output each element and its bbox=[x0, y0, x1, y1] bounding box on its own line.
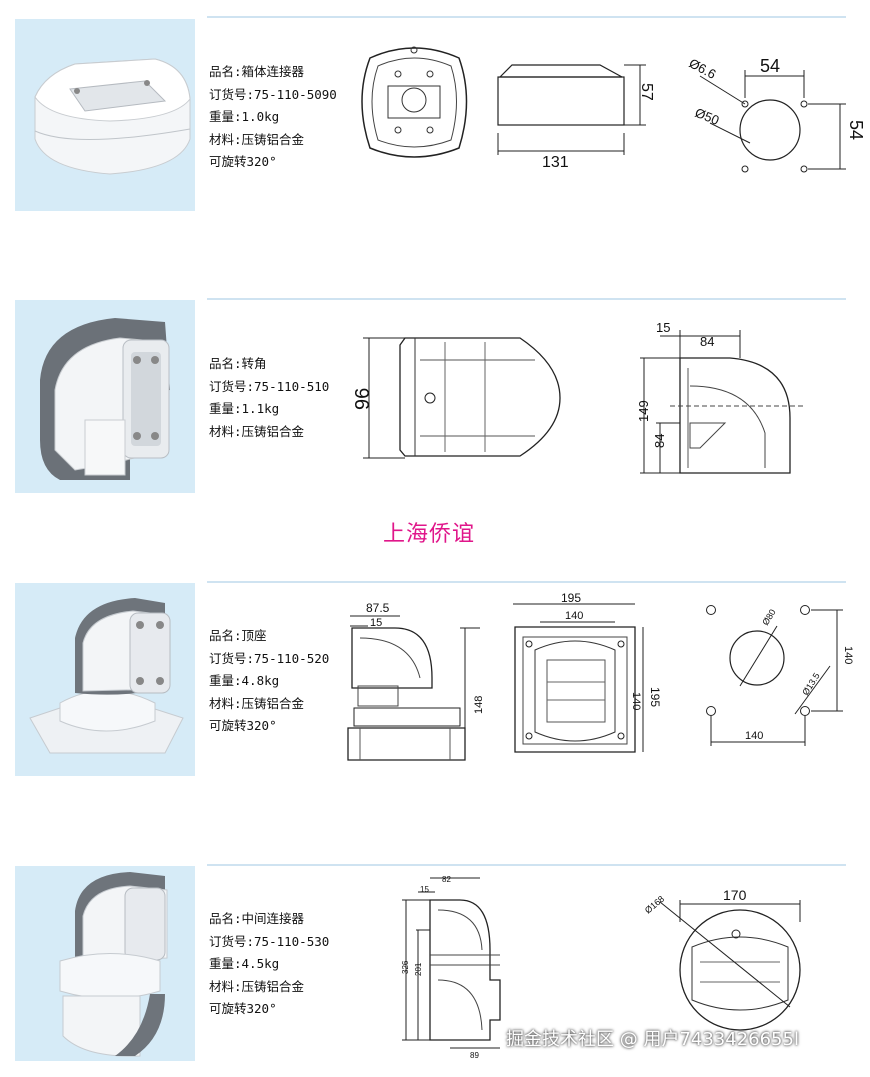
watermark-text: 掘金技术社区 @ 用户7433426655l bbox=[506, 1029, 799, 1050]
dim-pattern-vertical: 140 bbox=[842, 646, 854, 664]
dim-top-offset: 15 bbox=[420, 885, 429, 894]
drawing-side-view: 87.5 15 148 bbox=[347, 601, 485, 761]
dim-inner-height: 140 bbox=[630, 692, 642, 710]
drawing-top-view: 170 Ø168 bbox=[643, 887, 801, 1031]
product-order-number: 订货号:75-110-5090 bbox=[209, 86, 337, 102]
drawing-top-view bbox=[361, 46, 468, 158]
drawing-mount-pattern: Ø80 Ø13.5 140 140 bbox=[706, 605, 854, 746]
product-weight: 重量:1.0kg bbox=[209, 109, 280, 124]
product-rotation: 可旋转320° bbox=[209, 718, 277, 733]
dim-lower-height: 84 bbox=[652, 434, 667, 448]
dim-spacing-horizontal: 54 bbox=[760, 56, 780, 76]
product-rotation: 可旋转320° bbox=[209, 1001, 277, 1016]
dim-spacing-vertical: 54 bbox=[846, 120, 865, 140]
product-material: 材料:压铸铝合金 bbox=[209, 978, 305, 994]
dim-outer-height: 195 bbox=[648, 687, 662, 707]
dim-width: 170 bbox=[723, 887, 747, 903]
dim-total-height: 149 bbox=[636, 400, 651, 422]
dim-top-width: 84 bbox=[700, 334, 714, 349]
product-section-1: 品名:箱体连接器 订货号:75-110-5090 重量:1.0kg 材料:压铸铝… bbox=[0, 0, 870, 240]
product-order-number: 订货号:75-110-520 bbox=[209, 650, 330, 666]
product-info: 品名:中间连接器 订货号:75-110-530 重量:4.5kg 材料:压铸铝合… bbox=[209, 908, 329, 1021]
product-section-2: 品名:转角 订货号:75-110-510 重量:1.1kg 材料:压铸铝合金 9… bbox=[0, 0, 870, 500]
dim-height: 57 bbox=[638, 83, 655, 101]
dim-height: 148 bbox=[473, 696, 485, 714]
section-divider bbox=[207, 581, 846, 583]
dim-bottom-width: 89 bbox=[470, 1051, 479, 1060]
product-photo-top-mount bbox=[15, 583, 195, 776]
drawing-side-view: 82 15 326 201 89 bbox=[401, 875, 501, 1060]
product-weight: 重量:4.5kg bbox=[209, 956, 280, 971]
section-divider bbox=[207, 16, 846, 18]
brand-text: 上海侨谊 bbox=[383, 522, 476, 547]
product-name: 品名:中间连接器 bbox=[209, 911, 305, 926]
product-photo-box-connector bbox=[15, 19, 195, 211]
product-name: 品名:转角 bbox=[209, 356, 267, 371]
product-section-3: 品名:顶座 订货号:75-110-520 重量:4.8kg 材料:压铸铝合金 可… bbox=[15, 581, 854, 776]
dim-top-width: 82 bbox=[442, 875, 451, 884]
drawing-side-view: 131 57 bbox=[497, 64, 655, 170]
dim-inner-width: 140 bbox=[565, 610, 583, 622]
product-info: 品名:箱体连接器 订货号:75-110-5090 重量:1.0kg 材料:压铸铝… bbox=[209, 61, 337, 174]
product-weight: 重量:4.8kg bbox=[209, 673, 280, 688]
product-material: 材料:压铸铝合金 bbox=[209, 131, 305, 147]
product-rotation: 可旋转320° bbox=[209, 154, 277, 169]
section-divider bbox=[207, 298, 846, 300]
dim-top-offset: 15 bbox=[656, 320, 670, 335]
dim-pattern-horizontal: 140 bbox=[745, 730, 763, 742]
product-photo-corner bbox=[15, 300, 195, 493]
dim-total-height: 326 bbox=[401, 960, 410, 974]
product-info: 品名:顶座 订货号:75-110-520 重量:4.8kg 材料:压铸铝合金 可… bbox=[209, 625, 329, 738]
dim-outer-width: 195 bbox=[561, 592, 581, 605]
drawing-mount-pattern: 54 Ø6.6 Ø50 54 bbox=[687, 55, 865, 173]
product-photo-middle-connector bbox=[15, 866, 195, 1061]
drawing-top-view: 195 140 140 195 bbox=[513, 592, 662, 753]
product-weight: 重量:1.1kg bbox=[209, 401, 280, 416]
drawing-side-view: 15 84 149 84 bbox=[636, 320, 805, 474]
dim-top-offset: 15 bbox=[370, 617, 382, 629]
product-order-number: 订货号:75-110-530 bbox=[209, 933, 330, 949]
dim-width: 131 bbox=[542, 154, 569, 170]
dim-mid-height: 201 bbox=[414, 962, 423, 976]
dim-height: 96 bbox=[352, 388, 374, 410]
product-order-number: 订货号:75-110-510 bbox=[209, 378, 330, 394]
product-material: 材料:压铸铝合金 bbox=[209, 695, 305, 711]
product-material: 材料:压铸铝合金 bbox=[209, 423, 305, 439]
section-divider bbox=[207, 864, 846, 866]
drawing-front-view: 96 bbox=[352, 337, 561, 459]
product-name: 品名:箱体连接器 bbox=[209, 64, 305, 79]
product-info: 品名:转角 订货号:75-110-510 重量:1.1kg 材料:压铸铝合金 bbox=[209, 353, 329, 443]
product-name: 品名:顶座 bbox=[209, 628, 267, 643]
dim-top-width: 87.5 bbox=[366, 601, 390, 615]
